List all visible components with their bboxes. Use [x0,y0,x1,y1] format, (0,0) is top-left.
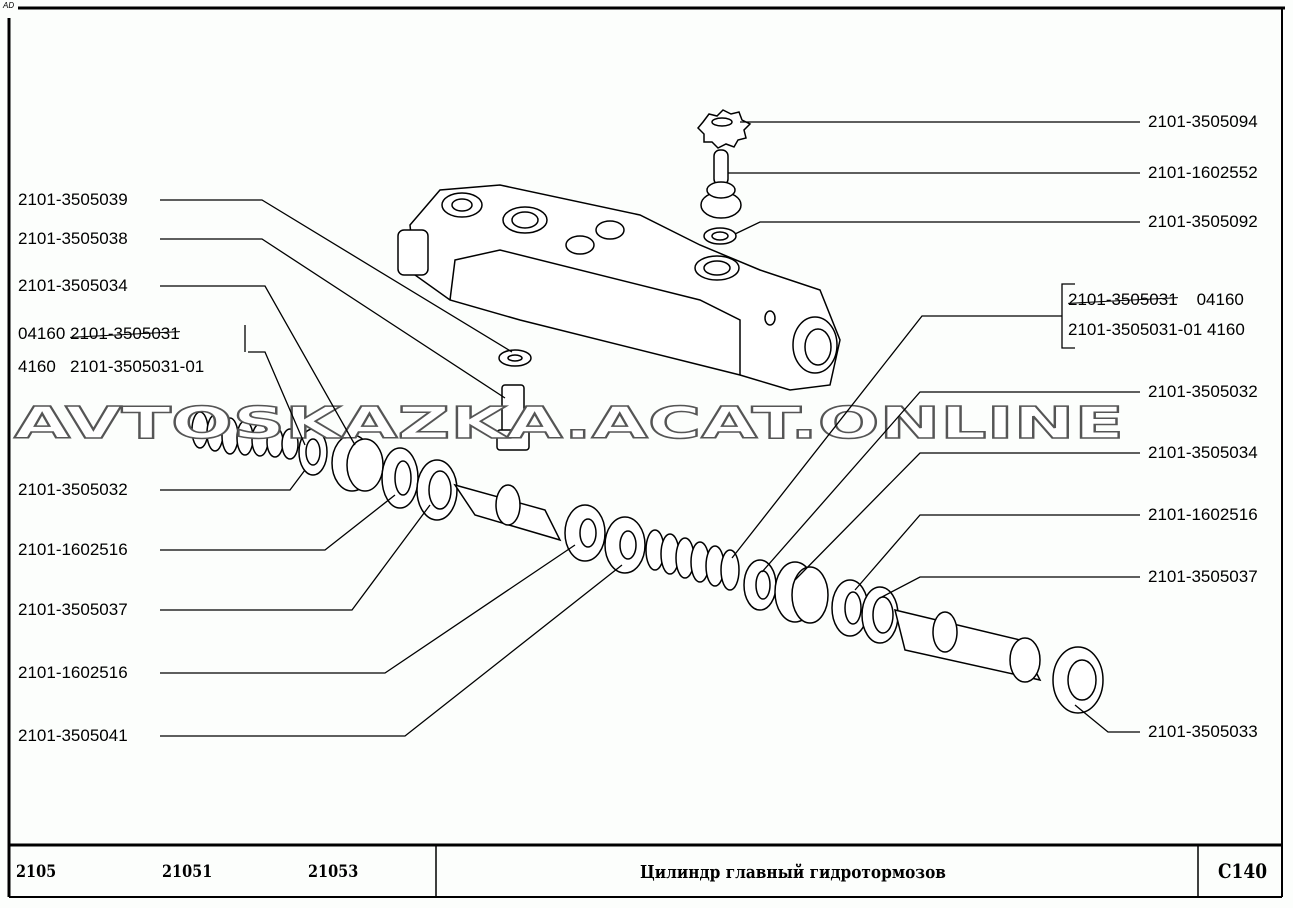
alt-code: 4160 [1206,320,1245,339]
part-label-alt: 04160 2101-3505031 [18,324,180,344]
watermark: AVTOSKAZKA.ACAT.ONLINE [14,398,1124,449]
model-21053: 21053 [308,862,359,882]
part-label: 2101-3505033 [1148,722,1258,741]
diagram-title: Цилиндр главный гидротормозов [640,862,946,883]
part-label: 2101-1602552 [1148,163,1258,182]
part-label: 2101-3505037 [1148,567,1258,586]
part-label: 2101-3505032 [1148,382,1258,401]
cylinder-housing [397,184,841,391]
part-number: 2101-3505031-01 [1068,320,1203,339]
model-21051: 21051 [162,862,213,882]
piston-assembly [191,411,1104,714]
superseded-part-number: 2101-3505031 [1068,290,1178,309]
part-label: 2101-3505037 [18,600,128,619]
part-label-alt: 2101-3505031-01 4160 [1068,320,1245,340]
page-code: C140 [1218,859,1268,883]
part-label: 2101-3505094 [1148,112,1258,131]
reservoir-parts [496,109,752,451]
leader-lines [160,121,1140,737]
alt-code: 04160 [18,324,66,343]
alt-code: 04160 [1196,290,1244,309]
part-label: 2101-1602516 [18,663,128,682]
superseded-part-number: 2101-3505031 [70,324,180,343]
part-label: 2101-1602516 [1148,505,1258,524]
part-label: 2101-3505034 [1148,443,1258,462]
part-label: 2101-3505092 [1148,212,1258,231]
part-number: 2101-3505031-01 [70,357,205,376]
part-label: 2101-3505032 [18,480,128,499]
part-label-alt: 2101-3505031 04160 [1068,290,1244,310]
part-label-alt: 4160 2101-3505031-01 [18,357,204,377]
model-2105: 2105 [16,862,57,882]
spring-right [645,529,740,591]
part-label: 2101-3505039 [18,190,128,209]
corner-mark: AD [3,1,15,10]
part-label: 2101-3505034 [18,276,128,295]
drawing-frame [7,6,1285,898]
alt-code: 4160 [18,357,56,376]
part-label: 2101-1602516 [18,540,128,559]
spring-left [191,411,299,460]
part-label: 2101-3505041 [18,726,128,745]
part-label: 2101-3505038 [18,229,128,248]
